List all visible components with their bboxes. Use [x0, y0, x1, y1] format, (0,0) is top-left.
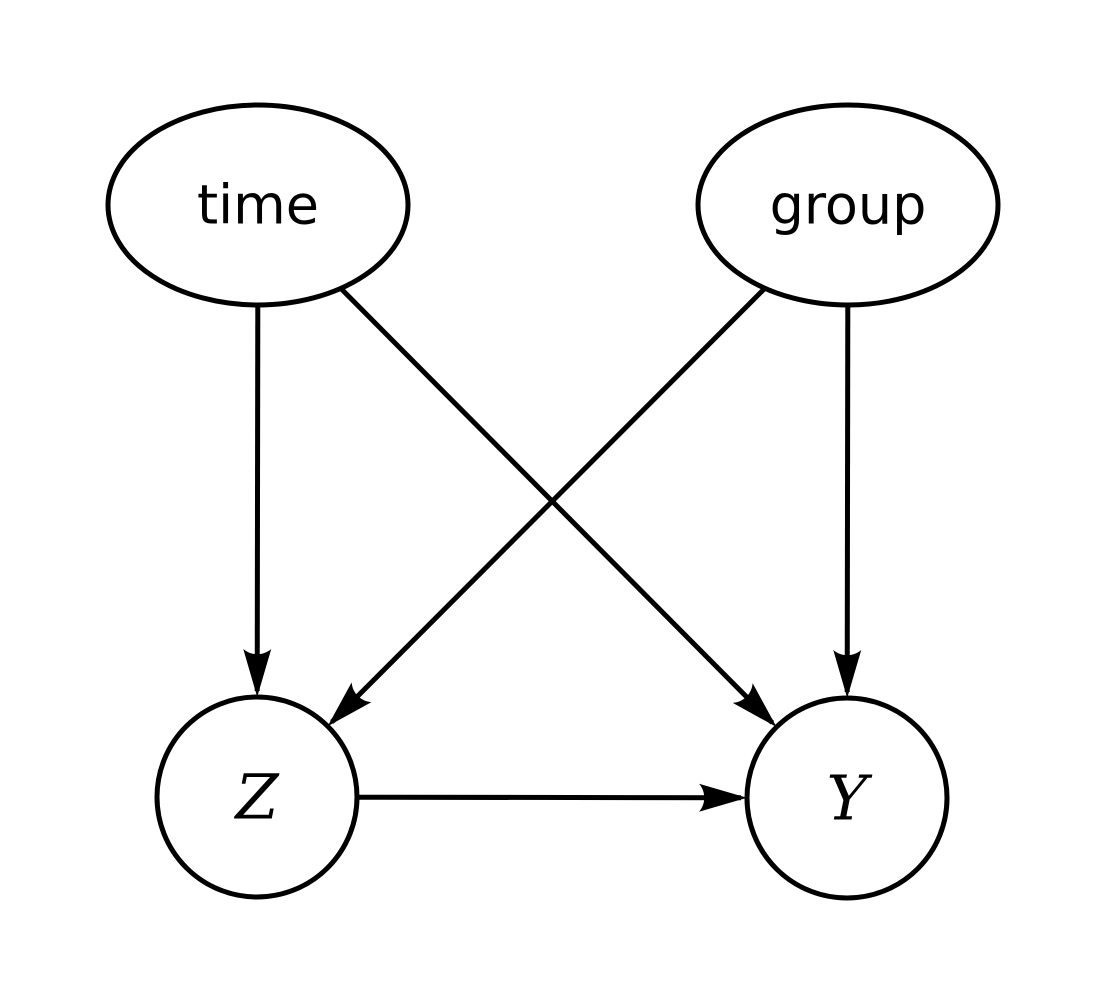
- node-time-label: time: [197, 174, 319, 237]
- node-Z-label: Z: [233, 761, 279, 834]
- edge-time-Y: [339, 286, 777, 728]
- edge-group-Y: [833, 304, 862, 698]
- node-time-shape: [105, 102, 411, 308]
- edge-time-Z: [243, 304, 272, 697]
- edge-Z-Y: [356, 783, 747, 812]
- node-group: group: [695, 102, 1001, 308]
- node-time: time: [105, 102, 411, 308]
- node-Y: Y: [744, 695, 950, 901]
- node-Z-shape: [154, 694, 360, 900]
- edge-group-Z: [327, 286, 767, 727]
- node-Z: Z: [154, 694, 360, 900]
- node-Y-label: Y: [827, 762, 873, 835]
- edges-layer: [243, 286, 862, 812]
- node-Y-shape: [744, 695, 950, 901]
- node-group-shape: [695, 102, 1001, 308]
- node-group-label: group: [770, 174, 927, 237]
